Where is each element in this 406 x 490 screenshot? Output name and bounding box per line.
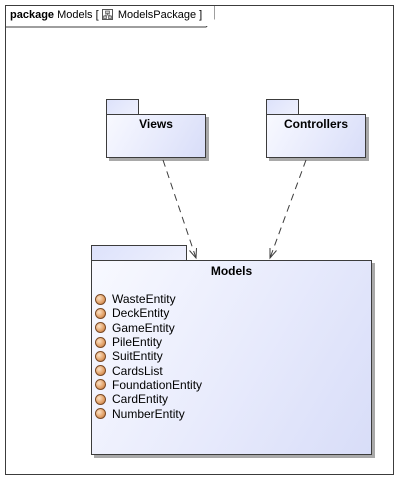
interface-icon xyxy=(95,393,106,405)
controllers-package-name: Controllers xyxy=(283,117,348,131)
views-package-tab xyxy=(106,99,139,114)
interface-icon xyxy=(95,336,106,348)
frame-open-bracket: [ xyxy=(95,9,99,21)
member-name: SuitEntity xyxy=(112,349,163,364)
list-item[interactable]: PileEntity xyxy=(95,335,202,349)
views-package[interactable]: Views xyxy=(106,114,206,158)
member-name: FoundationEntity xyxy=(112,377,203,392)
interface-icon xyxy=(95,322,106,334)
controllers-package-tab xyxy=(266,99,299,114)
interface-icon xyxy=(95,365,106,377)
interface-icon xyxy=(95,408,106,420)
member-name: PileEntity xyxy=(112,335,163,350)
dependency-views-to-models[interactable] xyxy=(162,159,197,260)
interface-icon xyxy=(95,293,106,305)
package-diagram-icon xyxy=(101,9,113,20)
list-item[interactable]: CardEntity xyxy=(95,392,202,406)
dependency-controllers-to-models[interactable] xyxy=(269,159,307,260)
list-item[interactable]: GameEntity xyxy=(95,321,202,335)
member-name: CardEntity xyxy=(112,392,169,407)
models-package-tab xyxy=(91,245,187,260)
member-name: DeckEntity xyxy=(112,306,170,321)
list-item[interactable]: SuitEntity xyxy=(95,349,202,363)
list-item[interactable]: NumberEntity xyxy=(95,406,202,421)
frame-title: package Models [ ModelsPackage ] xyxy=(6,6,215,26)
interface-icon xyxy=(95,379,106,391)
list-item[interactable]: DeckEntity xyxy=(95,306,202,320)
member-name: GameEntity xyxy=(112,320,175,335)
member-name: WasteEntity xyxy=(112,292,176,307)
views-package-name: Views xyxy=(139,117,173,131)
controllers-package[interactable]: Controllers xyxy=(266,114,366,158)
models-package[interactable]: Models WasteEntity DeckEntity GameEntity… xyxy=(91,260,372,455)
list-item[interactable]: FoundationEntity xyxy=(95,378,202,392)
diagram-frame: package Models [ ModelsPackage ] xyxy=(5,5,394,475)
models-package-name: Models xyxy=(210,264,253,278)
list-item[interactable]: CardsList xyxy=(95,363,202,378)
interface-icon xyxy=(95,307,106,319)
member-name: CardsList xyxy=(112,363,163,378)
frame-close-bracket: ] xyxy=(199,9,203,21)
frame-keyword: package xyxy=(10,9,55,21)
models-member-list: WasteEntity DeckEntity GameEntity PileEn… xyxy=(95,292,202,421)
list-item[interactable]: WasteEntity xyxy=(95,292,202,306)
frame-package-name: Models xyxy=(57,9,93,21)
member-name: NumberEntity xyxy=(112,406,185,421)
interface-icon xyxy=(95,350,106,362)
frame-diagram-name: ModelsPackage xyxy=(117,9,197,21)
